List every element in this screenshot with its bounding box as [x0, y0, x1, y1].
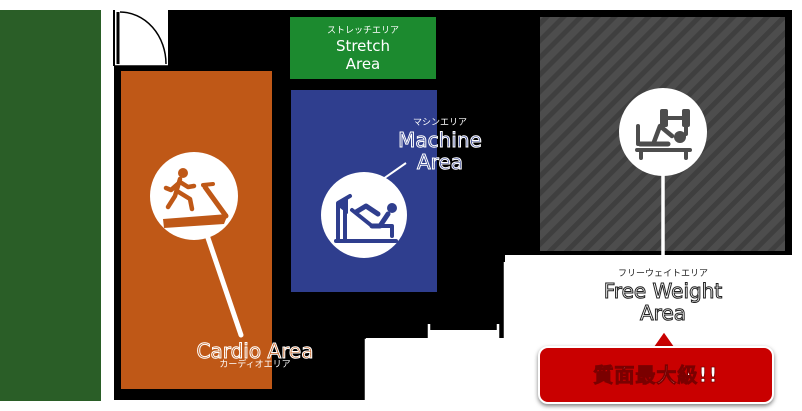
- callout-text: 質面最大級!!: [593, 363, 719, 388]
- free-weight-area-en-line2: Area: [639, 301, 687, 325]
- free-weight-area-label: フリーウェイトエリア Free Weight Area: [573, 269, 753, 325]
- leg-press-machine-icon: [321, 172, 407, 258]
- door-swing-arc: [119, 11, 167, 65]
- stretch-area: [290, 17, 436, 79]
- cardio-area-jp: カーディオエリア: [219, 360, 291, 370]
- cardio-area-label: Cardio Area カーディオエリア: [180, 340, 330, 371]
- free-weight-area-en-line1: Free Weight: [603, 279, 723, 303]
- machine-area-en-line2: Area: [416, 150, 464, 174]
- treadmill-runner-icon: [150, 152, 238, 240]
- stretch-area-jp: ストレッチエリア: [326, 26, 399, 36]
- machine-area-jp: マシンエリア: [412, 118, 467, 128]
- entrance-label: Ent: [441, 331, 466, 346]
- machine-area-label: マシンエリア Machine Area: [380, 118, 500, 174]
- bench-press-icon: [619, 88, 707, 176]
- inner-wall: [364, 338, 429, 400]
- free-weight-area-jp: フリーウェイトエリア: [617, 269, 708, 279]
- left-wall: [0, 10, 101, 401]
- machine-area-en-line1: Machine: [398, 128, 483, 152]
- stretch-area-label: ストレッチエリア Stretch Area: [290, 26, 436, 73]
- door-opening: [114, 10, 168, 66]
- cardio-pointer-line: [205, 235, 244, 338]
- stretch-area-en-line1: Stretch: [335, 37, 391, 55]
- callout-badge: 質面最大級!!: [538, 346, 774, 404]
- stretch-area-en-line2: Area: [345, 55, 381, 73]
- cardio-area-en: Cardio Area: [196, 339, 314, 363]
